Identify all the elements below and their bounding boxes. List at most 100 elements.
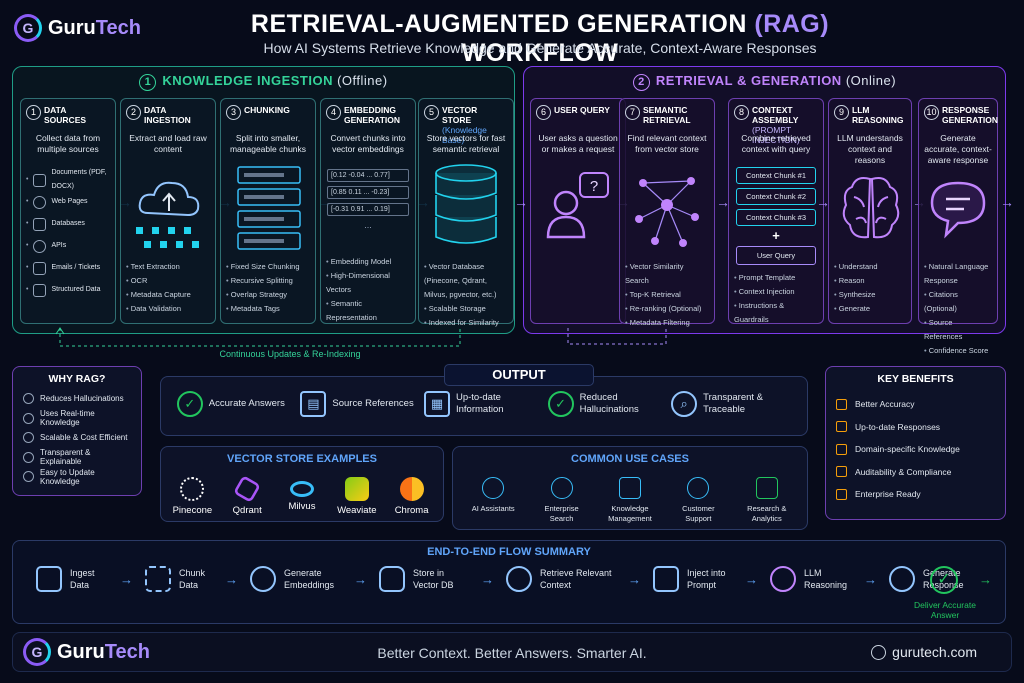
ingestion-title: KNOWLEDGE INGESTION [162, 73, 333, 88]
benefit-item: Auditability & Compliance [836, 461, 995, 484]
chat-bubble-icon [930, 181, 986, 239]
step-description: Split into smaller, manageable chunks [229, 133, 307, 154]
chunking-list: Fixed Size Chunking Recursive Splitting … [226, 260, 310, 316]
response-list: Natural Language Response Citations (Opt… [924, 260, 992, 358]
list-item: Reason [834, 274, 906, 288]
gurutech-logo-icon: G [14, 14, 42, 42]
step-tag: (Knowledge Base) [442, 125, 487, 145]
search-icon [506, 566, 532, 592]
step-number: 7 [625, 105, 640, 120]
vector-ellipsis: ... [364, 220, 372, 230]
why-rag-item: Scalable & Cost Efficient [23, 428, 131, 448]
plus-sign: + [772, 228, 780, 243]
step-description: Combine retrieved context with query [741, 133, 811, 154]
step-title-text: CONTEXT ASSEMBLY [752, 105, 799, 125]
step-title: VECTOR STORE(Knowledge Base) [442, 105, 508, 145]
why-rag-label: Transparent & Explainable [40, 448, 91, 467]
email-icon [33, 261, 47, 275]
vector-example-item: Milvus [275, 477, 330, 516]
svg-text:?: ? [590, 178, 598, 195]
book-icon: ▤ [300, 391, 327, 417]
benefit-item: Enterprise Ready [836, 483, 995, 506]
weaviate-logo-icon [344, 477, 369, 501]
context-chunk-stack: Context Chunk #1 Context Chunk #2 Contex… [734, 167, 818, 271]
network-nodes-icon [635, 177, 699, 247]
arrow-icon: → [120, 571, 133, 587]
arrow-icon: → [225, 571, 238, 587]
arrow-icon: → [481, 571, 494, 587]
target-icon [836, 398, 847, 410]
context-chunk-chip: Context Chunk #1 [736, 167, 816, 184]
arrow-icon: → [1000, 194, 1014, 210]
check-circle-icon: ✓ [930, 566, 958, 594]
reasoning-list: Understand Reason Synthesize Generate [834, 260, 906, 316]
source-label: Emails / Tickets [51, 264, 101, 271]
benefit-item: Domain-specific Knowledge [836, 438, 995, 461]
list-item: Metadata Capture [126, 288, 210, 302]
database-icon [33, 217, 47, 231]
arrow-icon: → [716, 194, 730, 210]
title-part-b: WORKFLOW [461, 39, 619, 67]
why-rag-list: Reduces Hallucinations Uses Real-time Kn… [13, 385, 141, 491]
list-item: High-Dimensional Vectors [326, 269, 410, 297]
vector-example-label: Qdrant [232, 505, 262, 516]
output-label: Up-to-date Information [455, 392, 504, 415]
reindex-label: Continuous Updates & Re-Indexing [219, 349, 361, 359]
database-icon [379, 566, 405, 592]
vector-examples-title: VECTOR STORE EXAMPLES [227, 453, 377, 465]
use-case-item: AI Assistants [464, 477, 522, 524]
chat-bubble-icon [889, 566, 915, 592]
website-link[interactable]: gurutech.com [892, 644, 977, 660]
vector-row: [0.85 0.11 ... -0.23] [327, 186, 409, 199]
source-label: Structured Data [51, 286, 101, 293]
vector-example-label: Milvus [288, 501, 316, 512]
use-case-label: Knowledge Management [608, 504, 652, 523]
flow-step-label: Ingest Data [70, 568, 95, 590]
output-label: Accurate Answers [208, 398, 285, 409]
brand-name-b: Tech [95, 16, 141, 39]
flow-steps: Ingest Data → Chunk Data → Generate Embe… [36, 566, 1004, 592]
why-rag-item: Uses Real-time Knowledge [23, 409, 131, 429]
use-case-label: Enterprise Search [544, 504, 579, 523]
output-item: ✓Accurate Answers [176, 391, 297, 417]
source-label: Web Pages [51, 198, 88, 205]
vector-example-item: Chroma [384, 477, 439, 516]
headset-icon [482, 477, 505, 499]
step-title: EMBEDDING GENERATION [344, 105, 401, 125]
final-step-label: Deliver Accurate Answer [914, 600, 976, 620]
document-icon [33, 173, 47, 187]
list-item: Metadata Tags [226, 302, 310, 316]
list-item: Citations (Optional) [924, 288, 992, 316]
list-item: Vector Database (Pinecone, Qdrant, Milvu… [424, 260, 508, 302]
database-icon [435, 164, 497, 244]
arrow-icon: → [816, 194, 830, 210]
why-rag-title: WHY RAG? [48, 373, 106, 385]
retrieval-loop-line [567, 328, 667, 345]
chunks-icon [237, 166, 301, 250]
vector-example-item: Pinecone [165, 477, 220, 516]
source-item: APIs [26, 235, 110, 257]
pinecone-logo-icon [180, 477, 205, 501]
calendar-icon: ▦ [423, 391, 450, 417]
support-agent-icon [687, 477, 710, 499]
arrow-icon: → [979, 571, 992, 587]
list-item: Vector Similarity Search [625, 260, 709, 288]
flow-step: Inject into Prompt [653, 566, 733, 592]
use-cases-list: AI Assistants Enterprise Search Knowledg… [453, 477, 807, 524]
why-rag-label: Scalable & Cost Efficient [40, 433, 128, 443]
why-rag-label: Uses Real-time Knowledge [40, 409, 95, 428]
source-item: Databases [26, 213, 110, 235]
title-part-a: RETRIEVAL-AUGMENTED GENERATION [250, 10, 755, 38]
list-item: Synthesize [834, 288, 906, 302]
flow-title: END-TO-END FLOW SUMMARY [427, 546, 591, 558]
arrow-icon: → [628, 571, 641, 587]
footer-website[interactable]: gurutech.com [871, 644, 977, 660]
table-icon [33, 283, 47, 297]
brand-name: GuruTech [48, 17, 141, 40]
list-item: Generate [834, 302, 906, 316]
